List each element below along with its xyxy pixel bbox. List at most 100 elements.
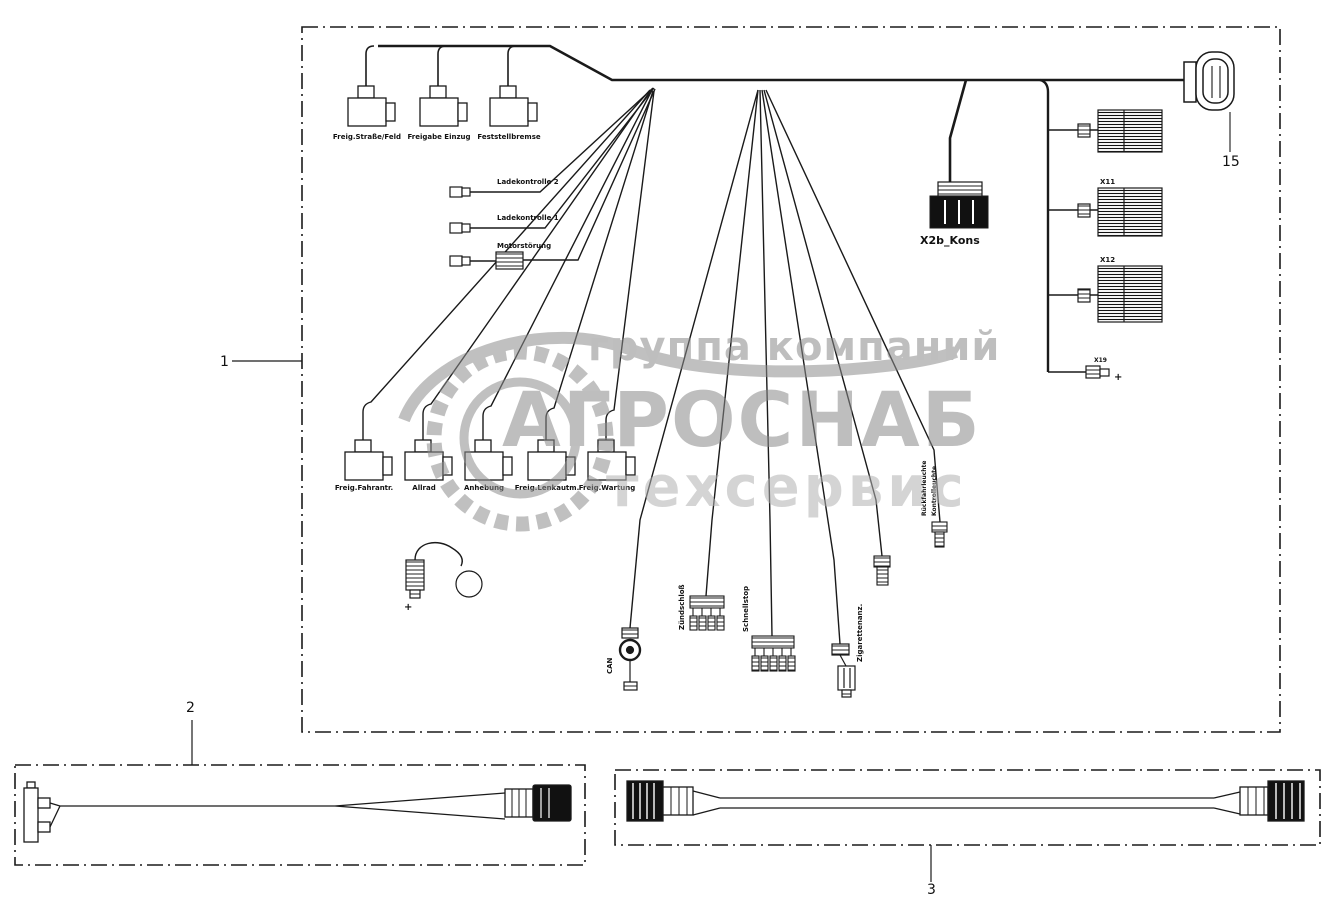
wire-bottom-1 bbox=[362, 89, 651, 440]
watermark-line2: АГРОСНАБ bbox=[502, 375, 982, 464]
top-connector-group bbox=[347, 85, 538, 127]
extension-cable-assembly bbox=[626, 780, 1305, 822]
can-base bbox=[623, 681, 638, 691]
connector-terminal bbox=[499, 85, 517, 99]
label-x12: X12 bbox=[1100, 256, 1115, 264]
quickstop-terminal bbox=[778, 655, 787, 672]
x2b-connector bbox=[929, 181, 989, 229]
watermark-line1: группа компаний bbox=[588, 324, 1000, 370]
x19-plug bbox=[1085, 365, 1101, 379]
pigtail-plug bbox=[405, 559, 425, 591]
connector-body-intake bbox=[419, 97, 459, 127]
ignition-block bbox=[689, 595, 725, 609]
connector-terminal bbox=[357, 85, 375, 99]
watermark: группа компаний АГРОСНАБ техсервис bbox=[398, 324, 1000, 532]
sensor-tip bbox=[26, 781, 36, 789]
pigtail-plus-mark: + bbox=[404, 602, 412, 613]
wire-can bbox=[629, 89, 759, 629]
ignition-terminal bbox=[689, 615, 698, 631]
sensor-prong-top bbox=[37, 797, 51, 809]
label-ladekontrolle-1: Ladekontrolle 1 bbox=[497, 214, 559, 222]
pigtail-connector bbox=[405, 559, 483, 599]
x19-plus-mark: + bbox=[1114, 372, 1122, 383]
plug-motorstoerung bbox=[449, 255, 463, 267]
can-pin bbox=[625, 645, 635, 655]
part-2-label: 2 bbox=[186, 700, 195, 716]
mid-connector-group bbox=[449, 186, 524, 270]
sensor-connector-ribs bbox=[511, 789, 527, 817]
stub-plug-block0 bbox=[1077, 123, 1091, 138]
label-wartung: Freig.Wartung bbox=[579, 484, 636, 492]
cigarette-connector bbox=[831, 643, 856, 698]
connector-body-fahrantrieb bbox=[344, 451, 384, 481]
cable-left-cap-ribs bbox=[632, 783, 655, 819]
wire-top-1 bbox=[365, 45, 375, 98]
ignition-terminal bbox=[698, 615, 707, 631]
label-ignition: Zündschloß bbox=[678, 584, 686, 630]
connector-pin bbox=[625, 456, 636, 476]
part-1-label: 1 bbox=[220, 354, 229, 370]
main-harness-box bbox=[301, 26, 1281, 733]
plug-pin bbox=[461, 223, 471, 233]
connector-block-motorstoerung bbox=[495, 251, 524, 270]
x2b-ribs bbox=[944, 200, 974, 224]
label-ladekontrolle-2: Ladekontrolle 2 bbox=[497, 178, 559, 186]
cable-left-barrel-ribs bbox=[670, 787, 688, 815]
connector-body-parkbrake bbox=[489, 97, 529, 127]
plug-ladekontrolle-1 bbox=[449, 222, 463, 234]
label-fahrantrieb: Freig.Fahrantr. bbox=[335, 484, 393, 492]
pigtail-ring bbox=[455, 570, 483, 598]
wire-motorstoerung bbox=[470, 88, 656, 262]
sensor-body bbox=[23, 787, 39, 843]
reverse-light-plug bbox=[931, 521, 948, 548]
connector-pin bbox=[502, 456, 513, 476]
aux-plug-head bbox=[873, 555, 891, 568]
label-control-light: Kontrolleuchte bbox=[931, 466, 938, 516]
pigtail-tip bbox=[409, 589, 421, 599]
stub-plug-x11 bbox=[1077, 203, 1091, 218]
terminal-strip-x11 bbox=[1097, 187, 1163, 237]
connector-terminal bbox=[429, 85, 447, 99]
connector-terminal bbox=[354, 439, 372, 453]
label-anhebung: Anhebung bbox=[464, 484, 504, 492]
cable-right-barrel-ribs bbox=[1247, 787, 1265, 815]
plug-pin bbox=[461, 256, 471, 266]
quickstop-leads bbox=[754, 648, 792, 656]
wire-pigtail bbox=[414, 541, 463, 567]
quickstop-terminal bbox=[769, 655, 778, 672]
connector-terminal bbox=[474, 439, 492, 453]
plug-ladekontrolle-2 bbox=[449, 186, 463, 198]
aux-plug bbox=[873, 555, 891, 586]
wire-right-branch bbox=[1039, 78, 1050, 372]
quickstop-terminal bbox=[787, 655, 796, 672]
ignition-terminal bbox=[716, 615, 725, 631]
label-can: CAN bbox=[606, 657, 614, 674]
quickstop-connector bbox=[751, 635, 796, 672]
sensor-prong-bottom bbox=[37, 821, 51, 833]
label-motorstoerung: Motorstörung bbox=[497, 242, 551, 250]
extension-cable-box bbox=[614, 769, 1321, 846]
label-quickstop: Schnellstop bbox=[742, 586, 750, 632]
label-intake: Freigabe Einzug bbox=[407, 133, 470, 141]
cable-right-cap-ribs bbox=[1275, 783, 1301, 819]
sensor-cable-box bbox=[14, 764, 586, 866]
cigarette-tip bbox=[841, 689, 852, 698]
part-15-label: 15 bbox=[1222, 154, 1240, 170]
connector-pin bbox=[385, 102, 396, 122]
wire-top-2 bbox=[437, 45, 447, 98]
terminal-strips bbox=[1077, 109, 1163, 379]
quickstop-block bbox=[751, 635, 795, 649]
ignition-terminal bbox=[707, 615, 716, 631]
label-x11: X11 bbox=[1100, 178, 1115, 186]
cigarette-lead bbox=[839, 654, 847, 667]
can-terminal bbox=[621, 627, 639, 639]
connector-body-road-field bbox=[347, 97, 387, 127]
connector15-pins bbox=[1211, 66, 1221, 98]
reverse-plug-body bbox=[934, 531, 945, 548]
label-road-field: Freig.Straße/Feld bbox=[333, 133, 401, 141]
round-connector-15 bbox=[1183, 51, 1235, 111]
sensor-cap-ribs bbox=[540, 788, 550, 818]
connector15-flange bbox=[1183, 61, 1197, 103]
cigarette-socket bbox=[837, 665, 856, 691]
